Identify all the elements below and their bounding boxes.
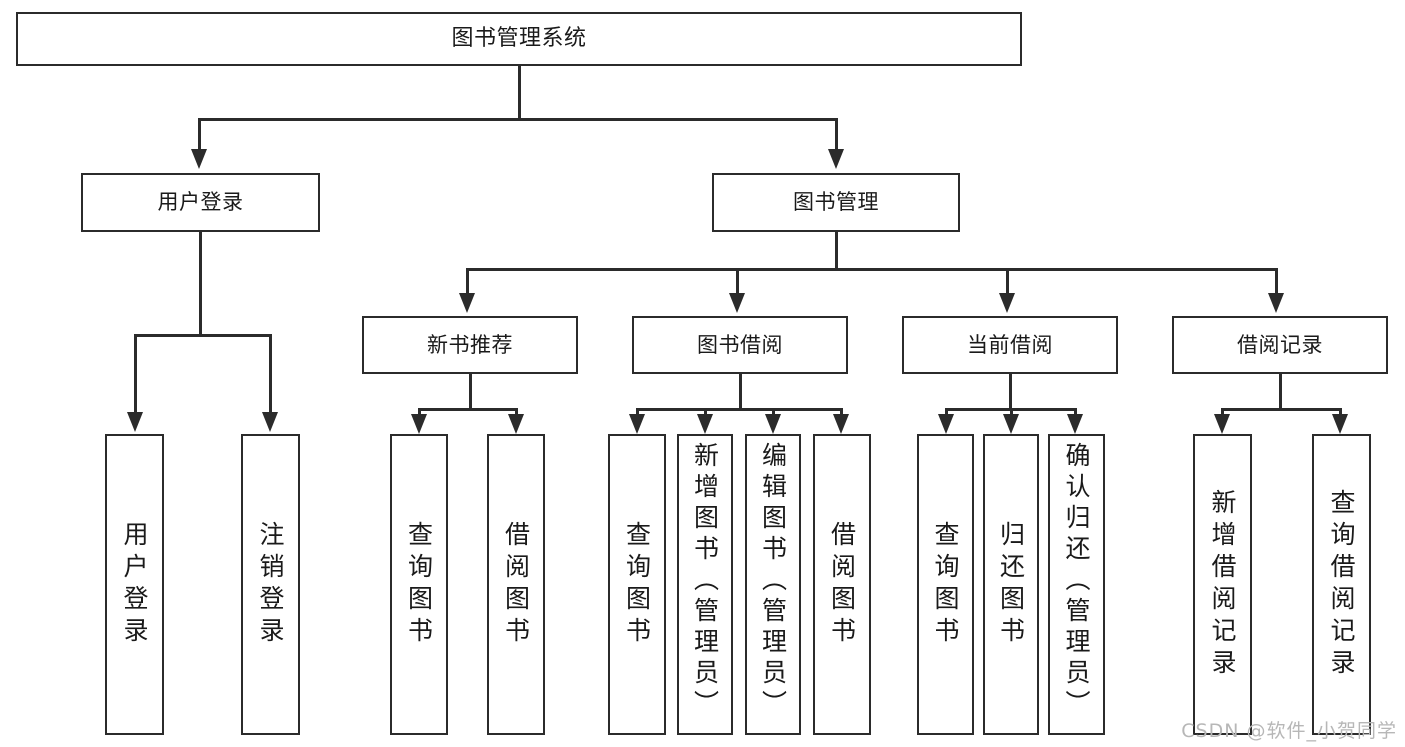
connector-cb-stem — [1009, 374, 1012, 408]
node-label: 用户登录 — [157, 190, 244, 215]
leaf-bb-borrow-book[interactable]: 借阅图书 — [813, 434, 871, 735]
arrow-to-leaf-bb-query-book — [629, 414, 645, 434]
node-label: 图书借阅 — [697, 332, 783, 357]
connector-br-drop-2 — [1339, 408, 1342, 416]
node-label: 图书管理系统 — [451, 26, 587, 52]
arrow-to-leaf-cb-confirm-return — [1067, 414, 1083, 434]
connector-bb-drop-1 — [636, 408, 639, 416]
node-book-borrow[interactable]: 图书借阅 — [632, 316, 848, 374]
arrow-to-leaf-cb-return-book — [1003, 414, 1019, 434]
connector-bm-drop-2 — [736, 268, 739, 295]
connector-br-stem — [1279, 374, 1282, 408]
node-label: 查询借阅记录 — [1327, 488, 1356, 681]
node-label: 编辑图书（管理员） — [758, 442, 788, 721]
arrow-to-leaf-nbr-borrow-book — [508, 414, 524, 434]
arrow-to-leaf-br-add-record — [1214, 414, 1230, 434]
connector-nbr-bus — [418, 408, 518, 411]
leaf-cb-return-book[interactable]: 归还图书 — [983, 434, 1039, 735]
connector-br-bus — [1221, 408, 1342, 411]
connector-user-login-stem — [199, 232, 202, 334]
connector-nbr-drop-2 — [515, 408, 518, 416]
node-label: 查询图书 — [404, 520, 434, 649]
node-label: 借阅图书 — [827, 520, 857, 649]
connector-bm-drop-1 — [466, 268, 469, 295]
arrow-to-leaf-bb-edit-book — [765, 414, 781, 434]
leaf-br-query-record[interactable]: 查询借阅记录 — [1312, 434, 1371, 735]
node-label: 查询图书 — [931, 520, 960, 649]
connector-cb-drop-2 — [1010, 408, 1013, 416]
arrow-to-book-borrow — [729, 293, 745, 313]
node-label: 当前借阅 — [967, 332, 1053, 357]
arrow-to-leaf-cb-query-book — [938, 414, 954, 434]
arrow-to-leaf-bb-add-book — [697, 414, 713, 434]
connector-user-login-drop-2 — [269, 334, 272, 414]
connector-bm-drop-4 — [1275, 268, 1278, 295]
leaf-bb-add-book[interactable]: 新增图书（管理员） — [677, 434, 733, 735]
node-label: 图书管理 — [793, 190, 879, 215]
connector-nbr-stem — [469, 374, 472, 408]
node-new-book-recommend[interactable]: 新书推荐 — [362, 316, 578, 374]
leaf-br-add-record[interactable]: 新增借阅记录 — [1193, 434, 1252, 735]
node-label: 借阅图书 — [501, 520, 531, 649]
arrow-to-current-borrow — [999, 293, 1015, 313]
leaf-bb-query-book[interactable]: 查询图书 — [608, 434, 666, 735]
arrow-to-leaf-nbr-query-book — [411, 414, 427, 434]
arrow-to-borrow-record — [1268, 293, 1284, 313]
connector-nbr-drop-1 — [418, 408, 421, 416]
connector-user-login-drop-1 — [134, 334, 137, 414]
leaf-cb-query-book[interactable]: 查询图书 — [917, 434, 974, 735]
node-book-management[interactable]: 图书管理 — [712, 173, 960, 232]
arrow-to-leaf-user-login — [127, 412, 143, 432]
connector-bb-drop-3 — [772, 408, 775, 416]
leaf-cb-confirm-return[interactable]: 确认归还（管理员） — [1048, 434, 1105, 735]
node-label: 注销登录 — [256, 520, 285, 649]
node-user-login[interactable]: 用户登录 — [81, 173, 320, 232]
leaf-user-login[interactable]: 用户登录 — [105, 434, 164, 735]
node-label: 新增图书（管理员） — [690, 442, 720, 721]
connector-br-drop-1 — [1221, 408, 1224, 416]
node-label: 新增借阅记录 — [1208, 488, 1237, 681]
arrow-to-book-management — [828, 149, 844, 169]
arrow-to-new-book-recommend — [459, 293, 475, 313]
connector-user-login-bus — [134, 334, 272, 337]
connector-cb-drop-3 — [1074, 408, 1077, 416]
leaf-logout[interactable]: 注销登录 — [241, 434, 300, 735]
node-current-borrow[interactable]: 当前借阅 — [902, 316, 1118, 374]
arrow-to-user-login — [191, 149, 207, 169]
node-label: 借阅记录 — [1237, 332, 1323, 357]
connector-root-to-book-management — [835, 118, 838, 151]
connector-root-stem — [518, 66, 521, 118]
node-label: 确认归还（管理员） — [1062, 442, 1091, 721]
connector-root-to-user-login — [198, 118, 201, 151]
connector-book-management-bus — [466, 268, 1278, 271]
arrow-to-leaf-bb-borrow-book — [833, 414, 849, 434]
connector-cb-drop-1 — [945, 408, 948, 416]
connector-bb-drop-2 — [704, 408, 707, 416]
leaf-bb-edit-book[interactable]: 编辑图书（管理员） — [745, 434, 801, 735]
leaf-nbr-query-book[interactable]: 查询图书 — [390, 434, 448, 735]
connector-bb-drop-4 — [840, 408, 843, 416]
connector-book-management-stem — [835, 232, 838, 268]
node-label: 归还图书 — [996, 520, 1026, 649]
node-label: 查询图书 — [622, 520, 652, 649]
arrow-to-leaf-br-query-record — [1332, 414, 1348, 434]
node-label: 用户登录 — [120, 520, 149, 649]
node-root-book-management-system[interactable]: 图书管理系统 — [16, 12, 1022, 66]
arrow-to-leaf-logout — [262, 412, 278, 432]
connector-bm-drop-3 — [1006, 268, 1009, 295]
leaf-nbr-borrow-book[interactable]: 借阅图书 — [487, 434, 545, 735]
node-borrow-record[interactable]: 借阅记录 — [1172, 316, 1388, 374]
connector-root-bus — [198, 118, 838, 121]
watermark: CSDN @软件_小贺同学 — [1181, 720, 1397, 742]
connector-bb-stem — [739, 374, 742, 408]
node-label: 新书推荐 — [427, 332, 513, 357]
connector-bb-bus — [636, 408, 843, 411]
